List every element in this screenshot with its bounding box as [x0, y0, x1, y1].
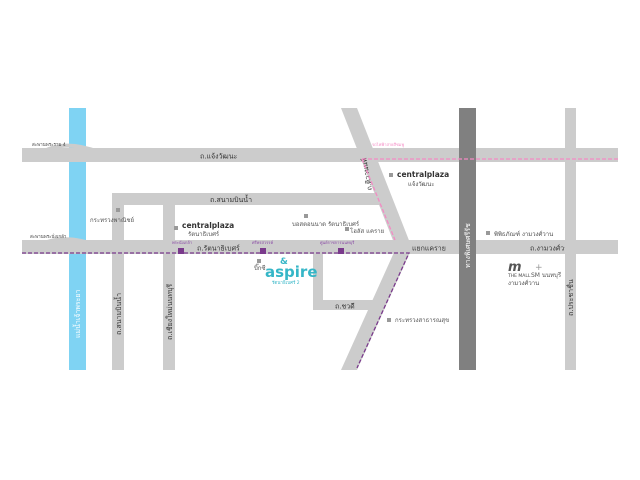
sanambinnam-vertical-label: ถ.สนามบินน้ำ	[112, 293, 123, 335]
ministry-commerce-label: กระทรวงพาณิชย์	[90, 216, 134, 224]
project-ampersand: &	[280, 257, 288, 267]
central-rattanathibet-brand: centralplaza	[182, 221, 234, 230]
central-chaengwattana-brand: centralplaza	[397, 170, 449, 179]
hospital-marker	[345, 227, 349, 231]
sanambinnam-road	[112, 193, 382, 205]
ministry-health-marker	[387, 318, 391, 322]
sm-label: SM นนทบุรี	[531, 271, 562, 279]
museum-marker	[486, 231, 490, 235]
station-3-label: ศูนย์ราชการนนทบุรี	[320, 240, 355, 246]
pak-kret-bridge	[36, 143, 99, 157]
expressway	[459, 108, 476, 370]
ngamwongwan-road-label: ถ.งามวงศ์วาน	[530, 245, 573, 253]
the-mall-logo-text: THE MALL	[507, 273, 531, 279]
sanambinnam-left-link	[112, 193, 124, 248]
soi-chawadi-label: ถ.ชวดี	[335, 303, 355, 311]
chiangmai-nonthaburi-road	[163, 198, 175, 370]
expressway-label: ทางพิเศษศรีรัช	[464, 223, 472, 268]
kaerai-intersection-label: แยกแคราย	[412, 245, 446, 253]
central-chaengwattana-marker	[389, 173, 393, 177]
hospital-label: โฮลัส แคราย	[350, 227, 384, 235]
nonthaburi-pier-marker	[304, 214, 308, 218]
chaengwattana-road	[22, 148, 618, 162]
big-c-label: บิ๊กซี	[254, 263, 266, 272]
chiangmai-nonthaburi-label: ถ.เชียงใหม่นนทบุรี	[165, 284, 174, 340]
station-marker-2	[260, 248, 266, 254]
pink-line-label: รถไฟฟ้าสายสีชมพู	[372, 142, 404, 148]
station-1-label: พระนั่งเกล้า	[172, 240, 192, 245]
pak-kret-bridge-label: สะพานพระราม 4	[32, 142, 66, 148]
project-name: aspire	[265, 263, 318, 281]
the-mall-label: งามวงศ์วาน	[508, 279, 539, 287]
purple-line	[22, 252, 411, 369]
ministry-commerce-marker	[116, 208, 120, 212]
prachachuen-road	[565, 108, 576, 370]
the-mall-logo: m	[508, 260, 522, 275]
pink-line-branch	[361, 158, 396, 241]
sm-marker-icon: +	[535, 263, 543, 273]
ministry-health-label: กระทรวงสาธารณสุข	[395, 317, 449, 324]
rattanathibet-road-label: ถ.รัตนาธิเบศร์	[197, 245, 240, 253]
sanambinnam-road-label: ถ.สนามบินน้ำ	[210, 193, 252, 204]
nonthaburi-bridge-label: สะพานพระนั่งเกล้า	[30, 233, 67, 240]
soi-chawadi-horizontal	[313, 300, 381, 310]
station-2-label: ศรีพรสวรรค์	[252, 240, 273, 245]
soi-chawadi-vertical	[313, 248, 323, 310]
station-marker-1	[178, 248, 184, 254]
central-chaengwattana-label: แจ้งวัฒนะ	[408, 181, 434, 188]
nonthaburi-bridge	[35, 237, 99, 249]
central-rattanathibet-label: รัตนาธิเบศร์	[188, 230, 220, 238]
station-marker-3	[338, 248, 344, 254]
project-subtitle: รัตนาธิเบศร์ 2	[272, 279, 300, 286]
tiwanon-road	[341, 108, 412, 370]
big-c-marker	[257, 259, 261, 263]
sanambinnam-vertical-road	[112, 247, 124, 370]
nonthaburi-pier-label: บอสตอนนาด รัตนาธิเบศร์	[292, 220, 360, 228]
river-label: แม่น้ำเจ้าพระยา	[71, 289, 82, 338]
central-rattanathibet-marker	[174, 226, 178, 230]
chaengwattana-road-label: ถ.แจ้งวัฒนะ	[200, 153, 238, 161]
prachachuen-road-label: ถ.ประชาชื่น	[566, 279, 575, 316]
museum-label: พิพิธภัณฑ์ งามวงศ์วาน	[494, 230, 553, 238]
